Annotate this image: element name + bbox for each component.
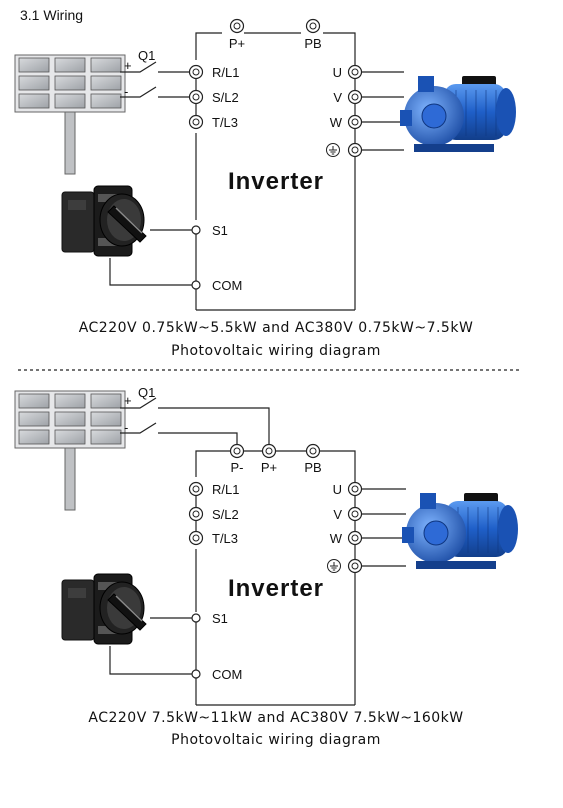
svg-text:T/L3: T/L3 [212,115,238,130]
switch-q1-label: Q1 [138,385,155,400]
caption-1-line2: Photovoltaic wiring diagram [171,343,381,359]
inverter-label: Inverter [228,575,324,602]
terminal-w: W [330,114,363,130]
terminal-com: COM [191,667,242,682]
solar-panel-icon [14,54,126,175]
svg-text:P+: P+ [229,36,245,51]
diagram-1: P+ PB R/L1 S/L2 T/L3 U V [14,18,517,359]
svg-text:U: U [333,482,342,497]
svg-text:R/L1: R/L1 [212,482,239,497]
water-pump-icon [401,492,519,570]
diagram-2: P- P+ PB R/L1 S/L2 T/L3 U [14,385,519,748]
svg-text:V: V [333,507,342,522]
ground-icon [326,142,363,158]
terminal-s1: S1 [191,611,228,626]
switch-q1-label: Q1 [138,48,155,63]
terminal-s-l2: S/L2 [188,506,239,522]
svg-text:V: V [333,90,342,105]
svg-text:PB: PB [304,460,321,475]
terminal-s1: S1 [191,223,228,238]
plus-label: + [124,58,132,73]
caption-1-line1: AC220V 0.75kW~5.5kW and AC380V 0.75kW~7.… [79,320,474,336]
terminal-u: U [333,64,363,80]
terminal-r-l1: R/L1 [188,481,239,497]
svg-text:S/L2: S/L2 [212,507,239,522]
section-title: 3.1 Wiring [20,7,83,23]
svg-text:T/L3: T/L3 [212,531,238,546]
svg-text:P-: P- [231,460,244,475]
svg-text:W: W [330,115,343,130]
terminal-u: U [333,481,363,497]
selector-switch-icon [61,185,147,257]
terminal-t-l3: T/L3 [188,530,238,546]
svg-text:R/L1: R/L1 [212,65,239,80]
svg-text:P+: P+ [261,460,277,475]
plus-label: + [124,393,132,408]
q1-switch-icon [120,61,190,98]
svg-text:COM: COM [212,667,242,682]
svg-text:S1: S1 [212,223,228,238]
terminal-com: COM [191,278,242,293]
water-pump-icon [399,75,517,153]
caption-2-line1: AC220V 7.5kW~11kW and AC380V 7.5kW~160kW [88,710,463,726]
terminal-v: V [333,506,363,522]
q1-switch-icon [120,397,270,444]
ground-icon [327,558,363,574]
terminal-r-l1: R/L1 [188,64,239,80]
minus-label: - [124,420,128,435]
svg-text:PB: PB [304,36,321,51]
terminal-pb: PB [304,443,322,475]
terminal-pb: PB [304,18,322,51]
inverter-label: Inverter [228,168,324,195]
terminal-t-l3: T/L3 [188,114,238,130]
minus-label: - [124,84,128,99]
terminal-p-plus: P+ [229,18,245,51]
terminal-p-plus: P+ [261,443,277,475]
solar-panel-icon [14,390,126,511]
terminal-p-minus: P- [229,443,245,475]
terminal-v: V [333,89,363,105]
terminal-s-l2: S/L2 [188,89,239,105]
terminal-w: W [330,530,363,546]
svg-text:U: U [333,65,342,80]
svg-text:COM: COM [212,278,242,293]
svg-text:S/L2: S/L2 [212,90,239,105]
svg-text:S1: S1 [212,611,228,626]
caption-2-line2: Photovoltaic wiring diagram [171,732,381,748]
svg-text:W: W [330,531,343,546]
selector-switch-icon [61,573,147,645]
